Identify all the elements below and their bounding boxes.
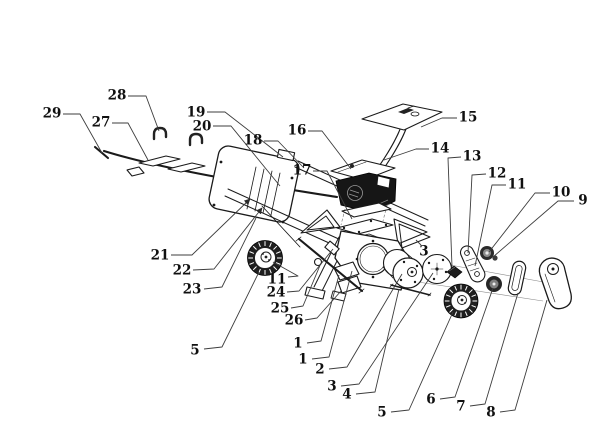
callout-leader-4 [355, 288, 400, 395]
callout-leader-20 [213, 125, 281, 187]
feed-hopper [208, 145, 300, 224]
callout-label-11: 11 [268, 272, 287, 288]
callout-leader-5 [390, 311, 454, 413]
callout-leader-26 [304, 290, 342, 321]
callout-leader-22 [192, 207, 263, 271]
mount-plates [126, 155, 206, 177]
callout-label-25: 25 [271, 301, 290, 317]
callout-label-19: 19 [187, 105, 206, 121]
front-bracket [393, 218, 431, 249]
callout-label-3: 3 [327, 379, 336, 395]
callout-leader-16 [308, 130, 352, 170]
callout-leader-11 [272, 261, 299, 278]
recoil-starter [347, 185, 363, 201]
callout-leader-19 [207, 111, 284, 158]
callout-leader-3 [340, 272, 434, 387]
callout-leader-5 [203, 271, 260, 350]
callout-label-7: 7 [456, 399, 465, 415]
cutting-disc [421, 253, 453, 285]
callout-leader-3 [415, 239, 422, 246]
callout-label-5: 5 [377, 405, 386, 421]
callout-leader-1 [311, 270, 353, 360]
callout-label-20: 20 [193, 119, 212, 135]
callout-leader-24 [286, 248, 334, 293]
wheel-right [443, 283, 479, 319]
callout-label-23: 23 [183, 282, 202, 298]
callout-label-26: 26 [285, 313, 304, 329]
shaft-rod [389, 283, 432, 297]
callout-label-24: 24 [267, 285, 286, 301]
callout-label-15: 15 [459, 110, 478, 126]
callout-leader-6 [439, 287, 494, 400]
rear-bracket [300, 209, 341, 234]
belt-cover [538, 257, 572, 310]
lock-nut [492, 255, 498, 261]
callout-label-11: 11 [508, 177, 527, 193]
blade-block [446, 265, 463, 279]
callout-leader-11 [474, 184, 506, 267]
callout-leader-23 [203, 217, 257, 290]
v-belt [507, 260, 527, 296]
callout-label-18: 18 [244, 133, 263, 149]
callout-label-10: 10 [552, 185, 571, 201]
callout-label-13: 13 [463, 149, 482, 165]
axle-assembly [295, 236, 365, 294]
pulley-top [480, 246, 498, 261]
callout-label-3: 3 [419, 244, 428, 260]
hook-clips [152, 126, 204, 147]
callout-leader-21 [171, 198, 251, 256]
callout-label-4: 4 [342, 387, 351, 403]
callout-leader-13 [447, 156, 462, 268]
handlebar [361, 103, 443, 172]
tension-arm [459, 245, 486, 283]
callout-leader-28 [128, 95, 160, 132]
callout-label-9: 9 [578, 193, 587, 209]
callout-leader-12 [467, 173, 487, 254]
engine [330, 159, 397, 226]
callout-label-29: 29 [43, 106, 62, 122]
callout-leader-17 [313, 170, 353, 220]
fuel-cap [350, 164, 354, 168]
callout-leader-9 [492, 200, 574, 258]
callout-label-28: 28 [108, 88, 127, 104]
callout-leader-10 [488, 192, 550, 253]
callout-leader-8 [499, 299, 548, 413]
callout-label-17: 17 [293, 163, 312, 179]
callout-label-8: 8 [486, 405, 495, 421]
throttle-latch [398, 108, 414, 114]
callout-label-1: 1 [293, 336, 302, 352]
pulley-bottom [486, 276, 502, 292]
callout-leader-2 [328, 273, 403, 370]
callout-leader-15 [420, 117, 457, 128]
wheel-left [247, 240, 283, 276]
callout-label-22: 22 [173, 263, 192, 279]
callout-label-6: 6 [426, 392, 435, 408]
callout-leader-14 [383, 148, 429, 161]
callout-leader-1 [306, 274, 340, 344]
callout-leader-25 [290, 262, 322, 309]
air-filter [376, 175, 391, 189]
callout-leader-7 [469, 292, 519, 407]
callout-label-16: 16 [288, 123, 307, 139]
callout-label-1: 1 [298, 352, 307, 368]
callout-label-14: 14 [431, 141, 450, 157]
callout-leader-29 [63, 113, 103, 154]
rotor-drum [382, 248, 424, 289]
callout-label-2: 2 [315, 362, 324, 378]
callout-leader-18 [264, 140, 305, 169]
callout-label-5: 5 [190, 343, 199, 359]
callout-label-12: 12 [488, 166, 507, 182]
callout-label-27: 27 [92, 115, 111, 131]
callout-leader-27 [112, 122, 149, 161]
callout-label-21: 21 [151, 248, 170, 264]
